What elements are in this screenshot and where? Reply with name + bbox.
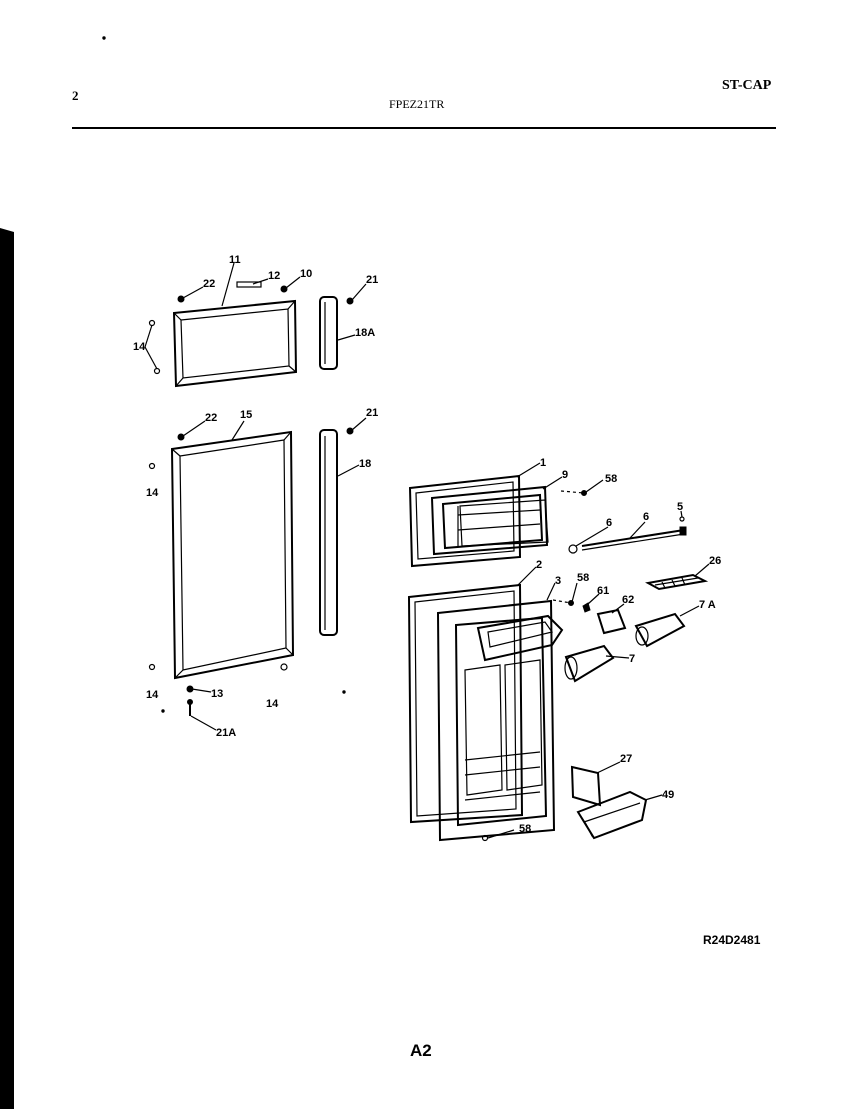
callout-6: 6 [606, 517, 612, 529]
callout-11: 11 [229, 254, 241, 266]
speck [102, 36, 106, 40]
callout-6: 6 [643, 511, 649, 523]
callout-15: 15 [240, 409, 252, 421]
model-number: FPEZ21TR [389, 97, 445, 111]
callout-13: 13 [211, 688, 223, 700]
callout-18A: 18A [355, 327, 375, 339]
freezer-handle [319, 296, 338, 370]
callout-7: 7 [629, 653, 635, 665]
fresh-food-door-outer [407, 583, 524, 824]
freezer-door-gasket [172, 299, 298, 388]
speck [161, 709, 165, 713]
door-bins-and-parts [481, 490, 709, 842]
page-code: A2 [410, 1041, 432, 1060]
callout-26: 26 [709, 555, 721, 567]
callout-5: 5 [677, 501, 683, 513]
callout-10: 10 [300, 268, 312, 280]
callout-labels: 11 22 12 10 21 14 18A 22 15 21 18 14 14 … [133, 254, 721, 835]
callout-22: 22 [203, 278, 215, 290]
callout-3: 3 [555, 575, 561, 587]
callout-27: 27 [620, 753, 632, 765]
callout-2: 2 [536, 559, 542, 571]
category-code: ST-CAP [722, 78, 772, 93]
callout-12: 12 [268, 270, 280, 282]
speck [342, 690, 346, 694]
freezer-door-outer [408, 474, 522, 568]
callout-14: 14 [146, 689, 159, 701]
callout-21: 21 [366, 407, 378, 419]
header-rule [72, 127, 776, 129]
callout-58: 58 [577, 572, 589, 584]
fresh-food-door-liner [436, 599, 564, 842]
freezer-door-liner [430, 485, 549, 556]
leader-lines [144, 262, 710, 839]
callout-58: 58 [605, 473, 617, 485]
fresh-food-door-gasket [170, 430, 295, 680]
callout-21: 21 [366, 274, 378, 286]
callout-21A: 21A [216, 727, 236, 739]
callout-62: 62 [622, 594, 634, 606]
callout-14: 14 [266, 698, 279, 710]
diagram-id: R24D2481 [703, 933, 761, 947]
callout-14: 14 [146, 487, 159, 499]
page-number: 2 [72, 88, 79, 103]
shelf-rail [568, 516, 687, 554]
callout-22: 22 [205, 412, 217, 424]
callout-61: 61 [597, 585, 609, 597]
callout-1: 1 [540, 457, 546, 469]
fasteners [148, 281, 354, 716]
callout-7A: 7 A [699, 599, 716, 611]
callout-9: 9 [562, 469, 568, 481]
callout-14: 14 [133, 341, 146, 353]
fresh-food-handle [319, 429, 338, 636]
callout-58: 58 [519, 823, 531, 835]
callout-49: 49 [662, 789, 674, 801]
callout-18: 18 [359, 458, 371, 470]
